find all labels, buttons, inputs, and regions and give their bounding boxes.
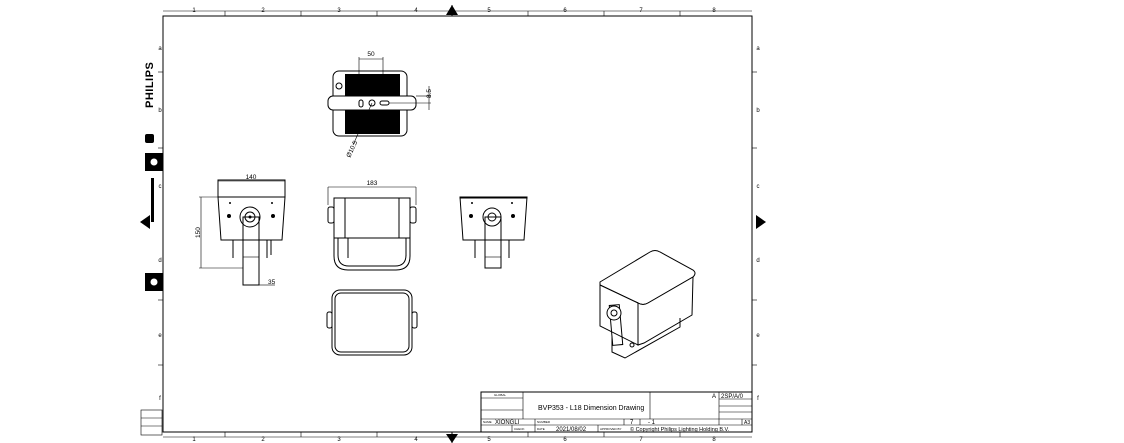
svg-text:BVP353 - L18 Dimension Drawing: BVP353 - L18 Dimension Drawing xyxy=(538,405,644,412)
drawing-frame xyxy=(140,5,766,443)
svg-text:8: 8 xyxy=(712,437,716,443)
center-arrow-left-icon xyxy=(140,215,150,222)
svg-text:1: 1 xyxy=(192,437,196,443)
center-arrow-right-icon xyxy=(756,215,766,229)
svg-text:7: 7 xyxy=(639,8,643,14)
svg-text:7: 7 xyxy=(630,420,634,426)
svg-text:PHILIPS: PHILIPS xyxy=(144,62,156,108)
svg-text:XIONGLI: XIONGLI xyxy=(495,420,520,426)
svg-text:A: A xyxy=(712,394,716,400)
svg-text:2: 2 xyxy=(261,8,265,14)
svg-text:4: 4 xyxy=(414,8,418,14)
svg-text:150: 150 xyxy=(195,227,202,238)
svg-text:140: 140 xyxy=(246,174,257,181)
top-view: 50 8.5 Ø10.5 xyxy=(327,51,433,159)
registration-mark-icon xyxy=(145,273,163,291)
svg-text:5: 5 xyxy=(487,437,491,443)
svg-text:NUMBER: NUMBER xyxy=(537,420,551,424)
svg-text:3: 3 xyxy=(337,437,341,443)
svg-text:c: c xyxy=(757,184,760,190)
svg-text:- 1: - 1 xyxy=(648,420,656,426)
column-labels-top: 1 2 3 4 5 6 7 8 xyxy=(192,8,716,14)
isometric-view xyxy=(599,250,696,359)
svg-text:d: d xyxy=(158,258,161,264)
svg-text:d: d xyxy=(756,258,759,264)
svg-text:APPROVED BY: APPROVED BY xyxy=(600,427,622,431)
svg-text:2: 2 xyxy=(261,437,265,443)
svg-text:2SP/A/0: 2SP/A/0 xyxy=(721,394,744,400)
svg-text:a: a xyxy=(158,46,162,52)
svg-text:2021/08/02: 2021/08/02 xyxy=(556,427,587,433)
svg-text:DATE: DATE xyxy=(537,427,545,431)
svg-text:e: e xyxy=(756,333,760,339)
side-view: 183 xyxy=(327,180,417,271)
registration-mark-icon xyxy=(145,153,163,171)
back-view xyxy=(459,196,528,269)
svg-text:b: b xyxy=(756,108,760,114)
svg-text:Ø10.5: Ø10.5 xyxy=(345,139,359,158)
bottom-view xyxy=(326,289,418,356)
svg-text:© Copyright Philips Lighting H: © Copyright Philips Lighting Holding B.V… xyxy=(630,426,730,433)
svg-text:4: 4 xyxy=(414,437,418,443)
title-block: GLOBAL BVP353 - L18 Dimension Drawing NA… xyxy=(480,391,753,433)
svg-text:GLOBAL: GLOBAL xyxy=(494,393,506,397)
svg-text:c: c xyxy=(159,184,162,190)
svg-text:8: 8 xyxy=(712,8,716,14)
row-labels-right: a b c d e f xyxy=(756,46,760,402)
row-labels-left: a b c d e f xyxy=(158,46,162,402)
svg-text:1: 1 xyxy=(192,8,196,14)
svg-text:CHECK: CHECK xyxy=(514,427,525,431)
svg-text:e: e xyxy=(158,333,162,339)
svg-text:f: f xyxy=(757,396,759,402)
svg-text:35: 35 xyxy=(268,279,276,286)
svg-text:6: 6 xyxy=(563,8,567,14)
svg-text:183: 183 xyxy=(367,180,378,187)
revision-box xyxy=(140,409,163,436)
svg-text:a: a xyxy=(756,46,760,52)
svg-text:50: 50 xyxy=(367,51,375,58)
front-view: 140 150 35 xyxy=(195,174,286,286)
svg-text:6: 6 xyxy=(563,437,567,443)
svg-text:A3: A3 xyxy=(744,420,750,426)
svg-text:3: 3 xyxy=(337,8,341,14)
svg-text:b: b xyxy=(158,108,162,114)
svg-text:5: 5 xyxy=(487,8,491,14)
svg-text:f: f xyxy=(159,396,161,402)
svg-text:8.5: 8.5 xyxy=(426,89,433,98)
philips-logo: PHILIPS xyxy=(144,62,156,143)
column-labels-bottom: 1 2 3 4 5 6 7 8 xyxy=(192,437,716,443)
svg-text:7: 7 xyxy=(639,437,643,443)
svg-text:NAME: NAME xyxy=(483,420,492,424)
